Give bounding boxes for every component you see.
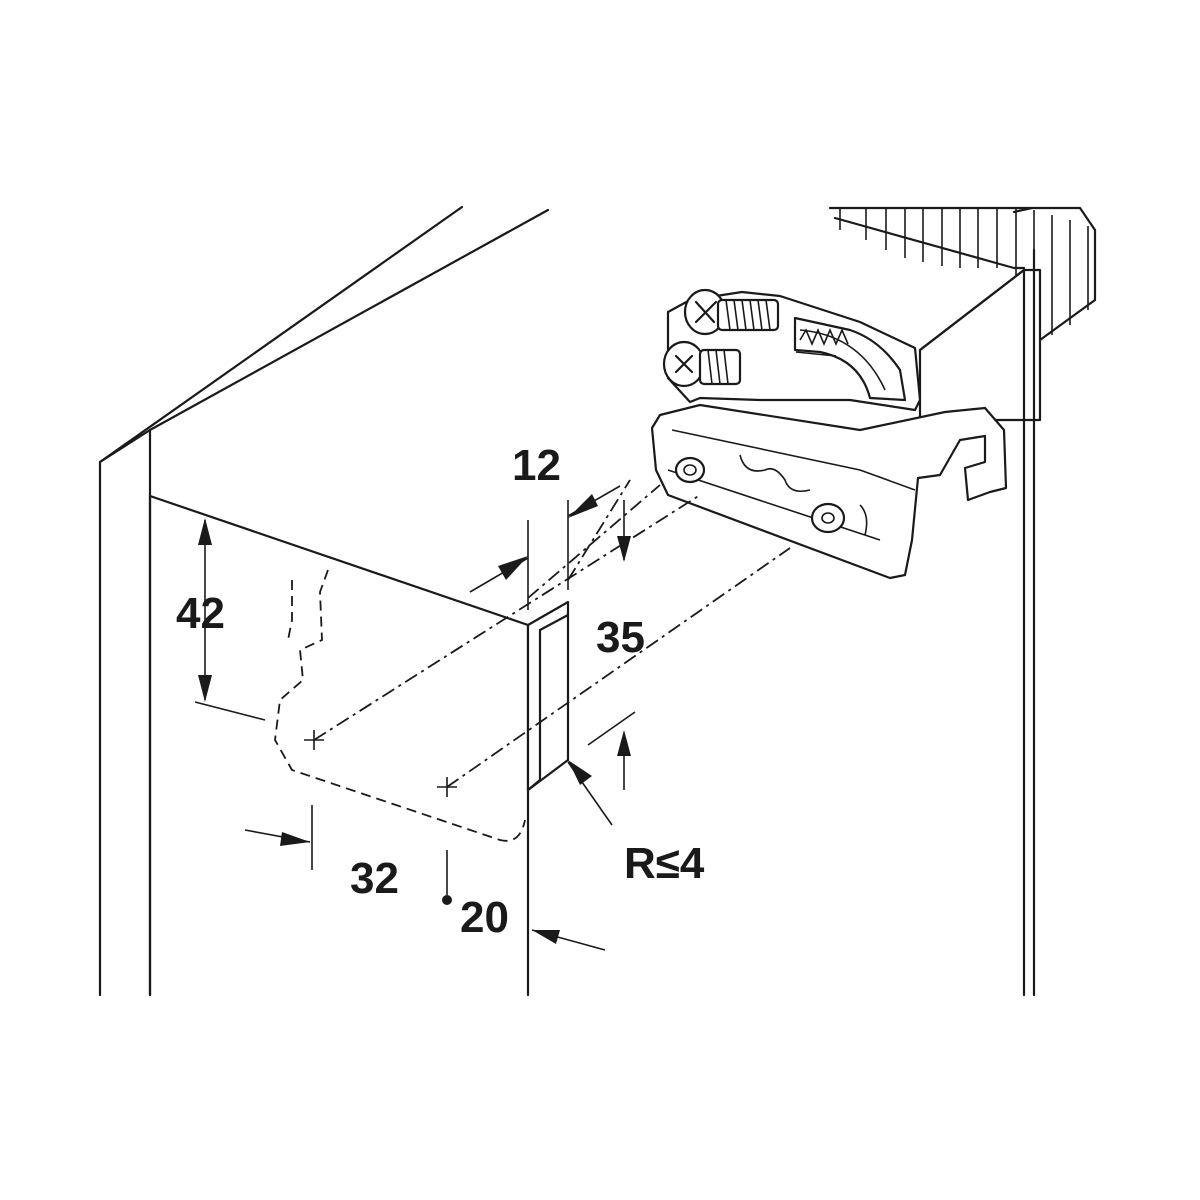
dimension-35 bbox=[587, 711, 636, 790]
spring-icon bbox=[795, 327, 849, 357]
cutout-slot bbox=[526, 600, 570, 792]
dim-label-20: 20 bbox=[460, 893, 509, 942]
dimension-radius bbox=[567, 760, 613, 826]
dim-label-radius: R≤4 bbox=[624, 839, 705, 888]
upper-adjustment-screw-icon bbox=[683, 288, 780, 336]
dimension-12 bbox=[469, 485, 631, 610]
dimension-42 bbox=[194, 518, 266, 721]
hidden-bracket-outline bbox=[274, 569, 526, 842]
drawer-box bbox=[828, 206, 1097, 997]
dimension-32 bbox=[244, 805, 452, 905]
fixing-hole-icon bbox=[674, 456, 706, 484]
dim-label-35: 35 bbox=[596, 613, 645, 662]
dim-label-42: 42 bbox=[176, 589, 225, 638]
front-fixing-bracket bbox=[650, 288, 1008, 580]
lower-adjustment-screw-icon bbox=[662, 340, 742, 388]
fixing-hole-icon bbox=[810, 502, 846, 534]
construction-lines bbox=[304, 479, 791, 797]
dimension-20 bbox=[531, 929, 606, 951]
cabinet-side-panel bbox=[98, 205, 550, 997]
dim-label-12: 12 bbox=[512, 441, 561, 490]
mounting-plate bbox=[650, 403, 1008, 580]
dim-label-32: 32 bbox=[350, 854, 399, 903]
